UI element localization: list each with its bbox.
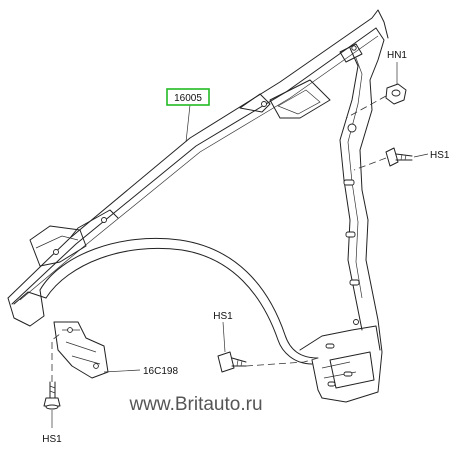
hs1-middle-dashed-path [245,357,319,367]
hs1-screw-bottom-icon [43,381,61,410]
hn1-nut-icon [385,83,407,105]
fender-part-number: 16005 [174,93,202,104]
fender-part-highlight [166,88,210,106]
hs1-bottom-part-label: HS1 [42,434,62,445]
watermark-text: www.Britauto.ru [128,394,262,415]
hs1-right-leader [413,153,429,158]
hs1-middle-leader [222,321,226,353]
bracket-leader [103,369,141,373]
hs1-right-part-label: HS1 [430,150,450,161]
hs1-screw-right-icon [385,147,413,167]
hn1-dashed-path [345,95,387,119]
fender-leader [185,104,191,143]
hs1-bottom-dashed-path [51,333,61,382]
hs1-right-dashed-path [353,157,387,171]
leader-lines [51,62,429,428]
hs1-middle-part-label: HS1 [213,311,233,322]
hn1-part-label: HN1 [387,50,407,61]
front-fender-panel [7,9,389,403]
hs1-screw-middle-icon [217,351,247,373]
bracket-part-number: 16C198 [143,366,178,377]
fender-bracket [53,321,109,379]
